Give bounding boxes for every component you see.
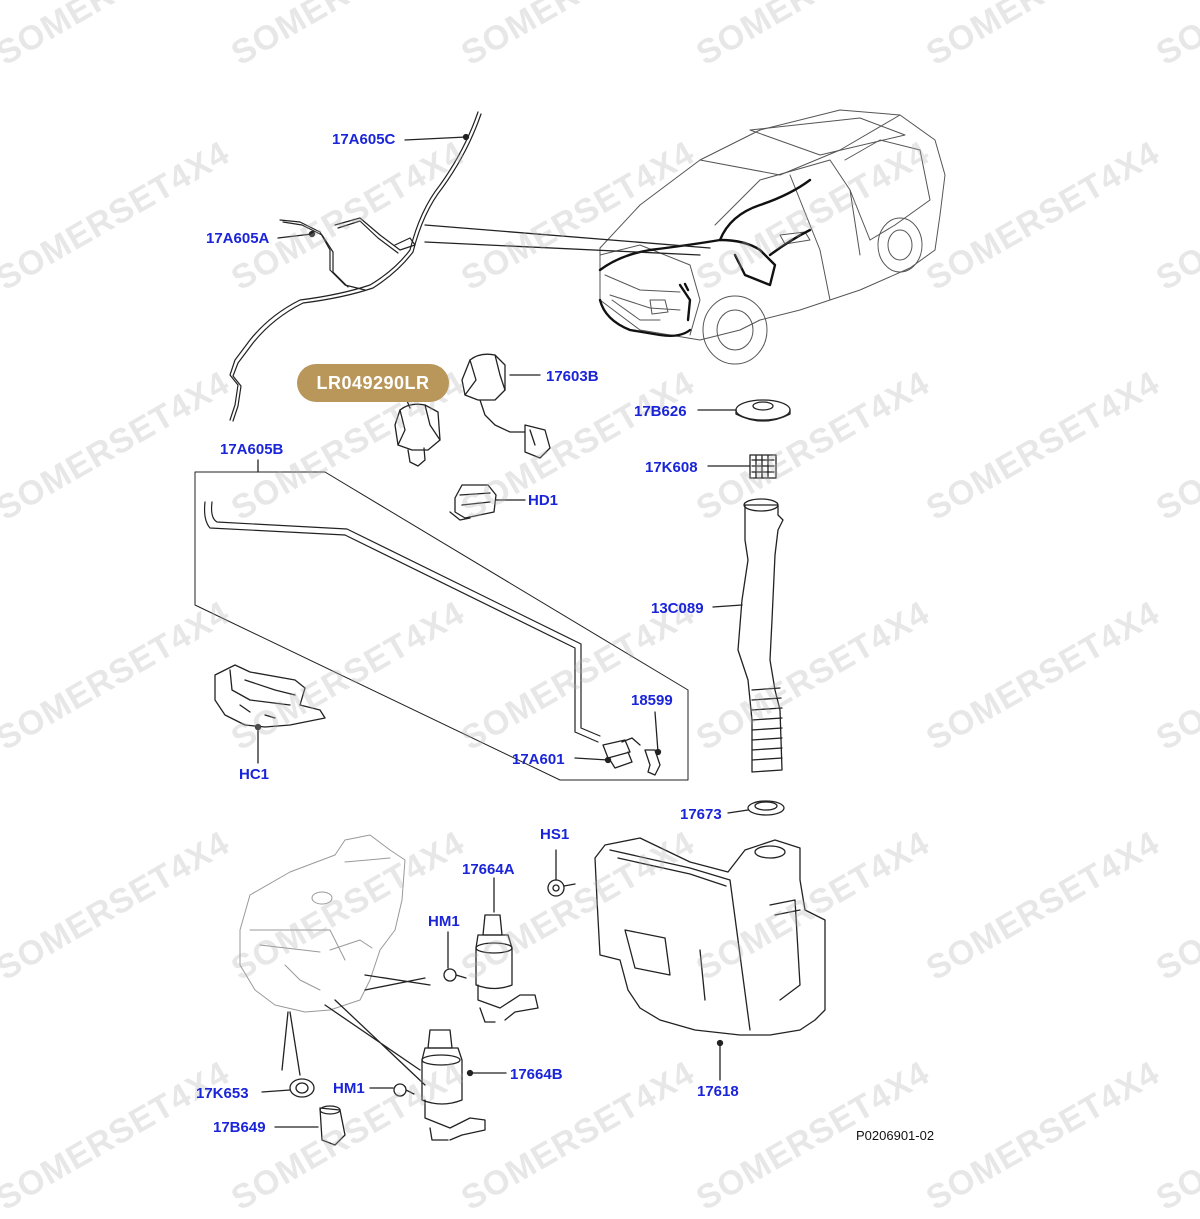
callout-HC1[interactable]: HC1 (239, 766, 270, 783)
callout-17A601[interactable]: 17A601 (512, 751, 565, 768)
filler-neck-13C089 (737, 498, 784, 773)
callout-HS1[interactable]: HS1 (540, 826, 570, 843)
callout-17B649[interactable]: 17B649 (213, 1119, 266, 1136)
seal-17673 (747, 800, 785, 816)
callout-HD1[interactable]: HD1 (528, 492, 559, 509)
callout-17A605C[interactable]: 17A605C (332, 131, 396, 148)
connector-18599 (644, 749, 661, 776)
callout-13C089[interactable]: 13C089 (651, 600, 704, 617)
group-outline-17A605B (194, 471, 689, 781)
vehicle-wiring-overlay (598, 178, 812, 338)
callout-17B626[interactable]: 17B626 (634, 403, 687, 420)
grommet-hm1-upper (443, 968, 467, 982)
washer-jet-left (394, 403, 441, 467)
callout-17618[interactable]: 17618 (697, 1083, 739, 1100)
callout-HM1-lower[interactable]: HM1 (333, 1080, 365, 1097)
callout-17A605B[interactable]: 17A605B (220, 441, 284, 458)
filler-cap-17B626 (735, 399, 791, 422)
hose-17A605B (203, 501, 601, 743)
pump-17664A (475, 914, 539, 1023)
washer-jet-right (461, 353, 551, 459)
vehicle-illustration (599, 109, 946, 365)
callout-17603B[interactable]: 17603B (546, 368, 599, 385)
callout-17K608[interactable]: 17K608 (645, 459, 698, 476)
diagram-reference-code: P0206901-02 (856, 1128, 935, 1143)
seal-17K653 (289, 1078, 315, 1098)
callout-17K653[interactable]: 17K653 (196, 1085, 249, 1102)
callout-17673[interactable]: 17673 (680, 806, 722, 823)
washer-hose-harness (229, 111, 482, 422)
harness-leader (424, 224, 711, 256)
pump-17664B (421, 1029, 486, 1141)
washer-reservoir-17618 (594, 837, 826, 1036)
grommet-hm1-lower (393, 1083, 415, 1097)
callout-17A605A[interactable]: 17A605A (206, 230, 270, 247)
engine-bay-assembly-context (239, 834, 406, 1013)
bracket-hc1 (214, 664, 326, 728)
callout-17664A[interactable]: 17664A (462, 861, 515, 878)
callout-18599[interactable]: 18599 (631, 692, 673, 709)
sensor-17B649 (319, 1105, 346, 1146)
part-number-badge[interactable]: LR049290LR (297, 364, 449, 402)
callout-HM1-upper[interactable]: HM1 (428, 913, 460, 930)
screw-hs1 (547, 879, 576, 897)
connector-17A601 (602, 737, 641, 769)
hose-clip-hd1 (449, 484, 497, 521)
callout-17664B[interactable]: 17664B (510, 1066, 563, 1083)
filter-17K608 (749, 454, 777, 479)
